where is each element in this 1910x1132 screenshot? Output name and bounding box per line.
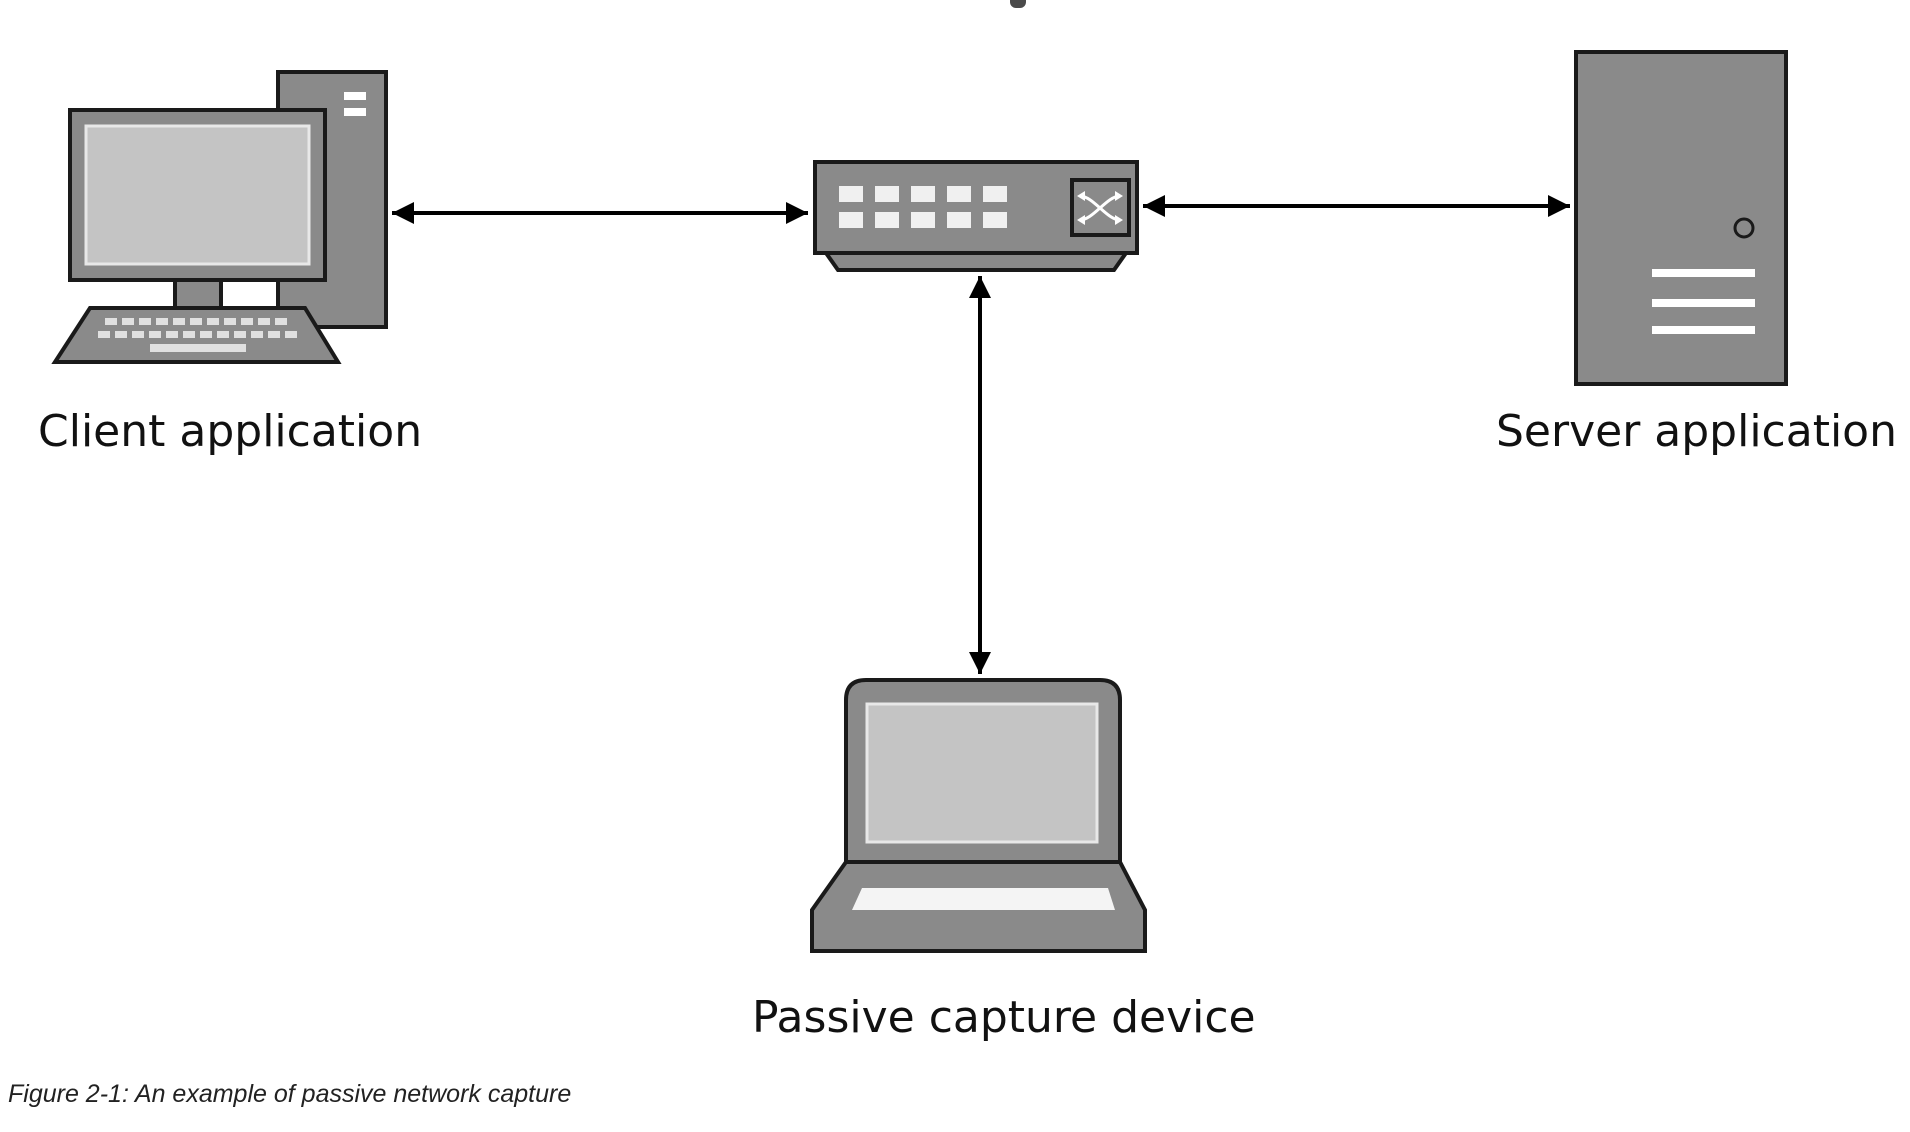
connection-arrows: [392, 195, 1570, 674]
server-tower-icon: [1574, 50, 1788, 386]
network-switch-icon: [813, 160, 1139, 272]
client-application-label: Client application: [38, 406, 423, 457]
cropped-heading-fragment: [1010, 0, 1026, 8]
laptop-icon: [810, 678, 1147, 953]
desktop-computer-icon: [51, 70, 388, 364]
figure-caption: Figure 2-1: An example of passive networ…: [8, 1080, 572, 1108]
passive-capture-device-label: Passive capture device: [752, 992, 1256, 1043]
server-application-label: Server application: [1496, 406, 1897, 457]
